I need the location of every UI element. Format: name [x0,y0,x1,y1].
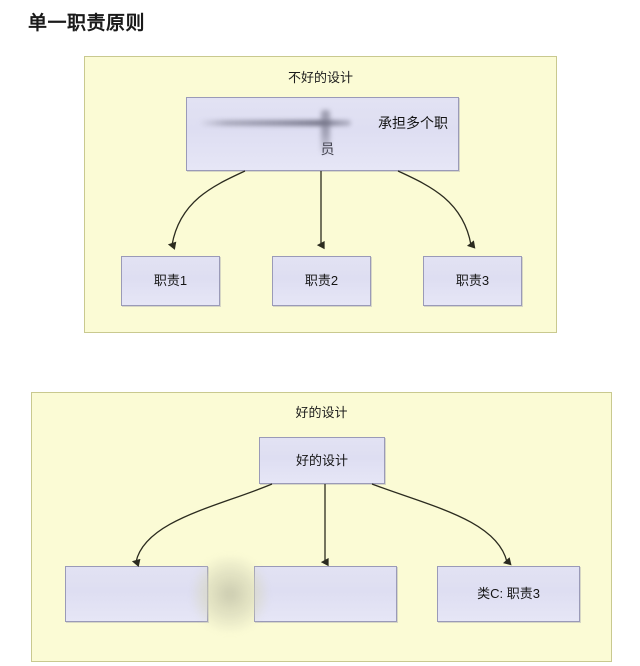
diagram-1-parent-label-line2: 员 [320,141,335,157]
diagram-1-parent-node[interactable]: 承担多个职 员 [186,97,459,171]
diagram-2-caption: 好的设计 [295,405,348,420]
diagram-2-child-label-3: 类C: 职责3 [477,586,540,602]
diagram-1-child-node-1[interactable]: 职责1 [121,256,220,306]
diagram-1-child-label-2: 职责2 [304,273,339,289]
diagram-1-child-label-1: 职责1 [153,273,188,289]
diagram-2-child-node-3[interactable]: 类C: 职责3 [437,566,580,622]
diagram-1-parent-label-line1: 承担多个职 [378,115,448,131]
diagram-1-caption: 不好的设计 [287,70,353,85]
diagram-1-child-node-3[interactable]: 职责3 [423,256,522,306]
diagram-2-panel: 好的设计 好的设计 类C: 职责3 [31,392,612,662]
diagram-1-child-label-3: 职责3 [455,273,490,289]
page-title: 单一职责原则 [28,13,146,34]
diagram-1-parent-text: 承担多个职 员 [187,98,458,170]
diagram-1-panel: 不好的设计 承担多个职 员 职责1 职责2 职责3 [84,56,557,333]
diagram-2-parent-label: 好的设计 [295,452,348,468]
diagram-1-child-node-2[interactable]: 职责2 [272,256,371,306]
diagram-2-child-node-2[interactable] [254,566,397,622]
diagram-2-child-node-1[interactable] [65,566,208,622]
diagram-2-parent-node[interactable]: 好的设计 [259,437,385,484]
